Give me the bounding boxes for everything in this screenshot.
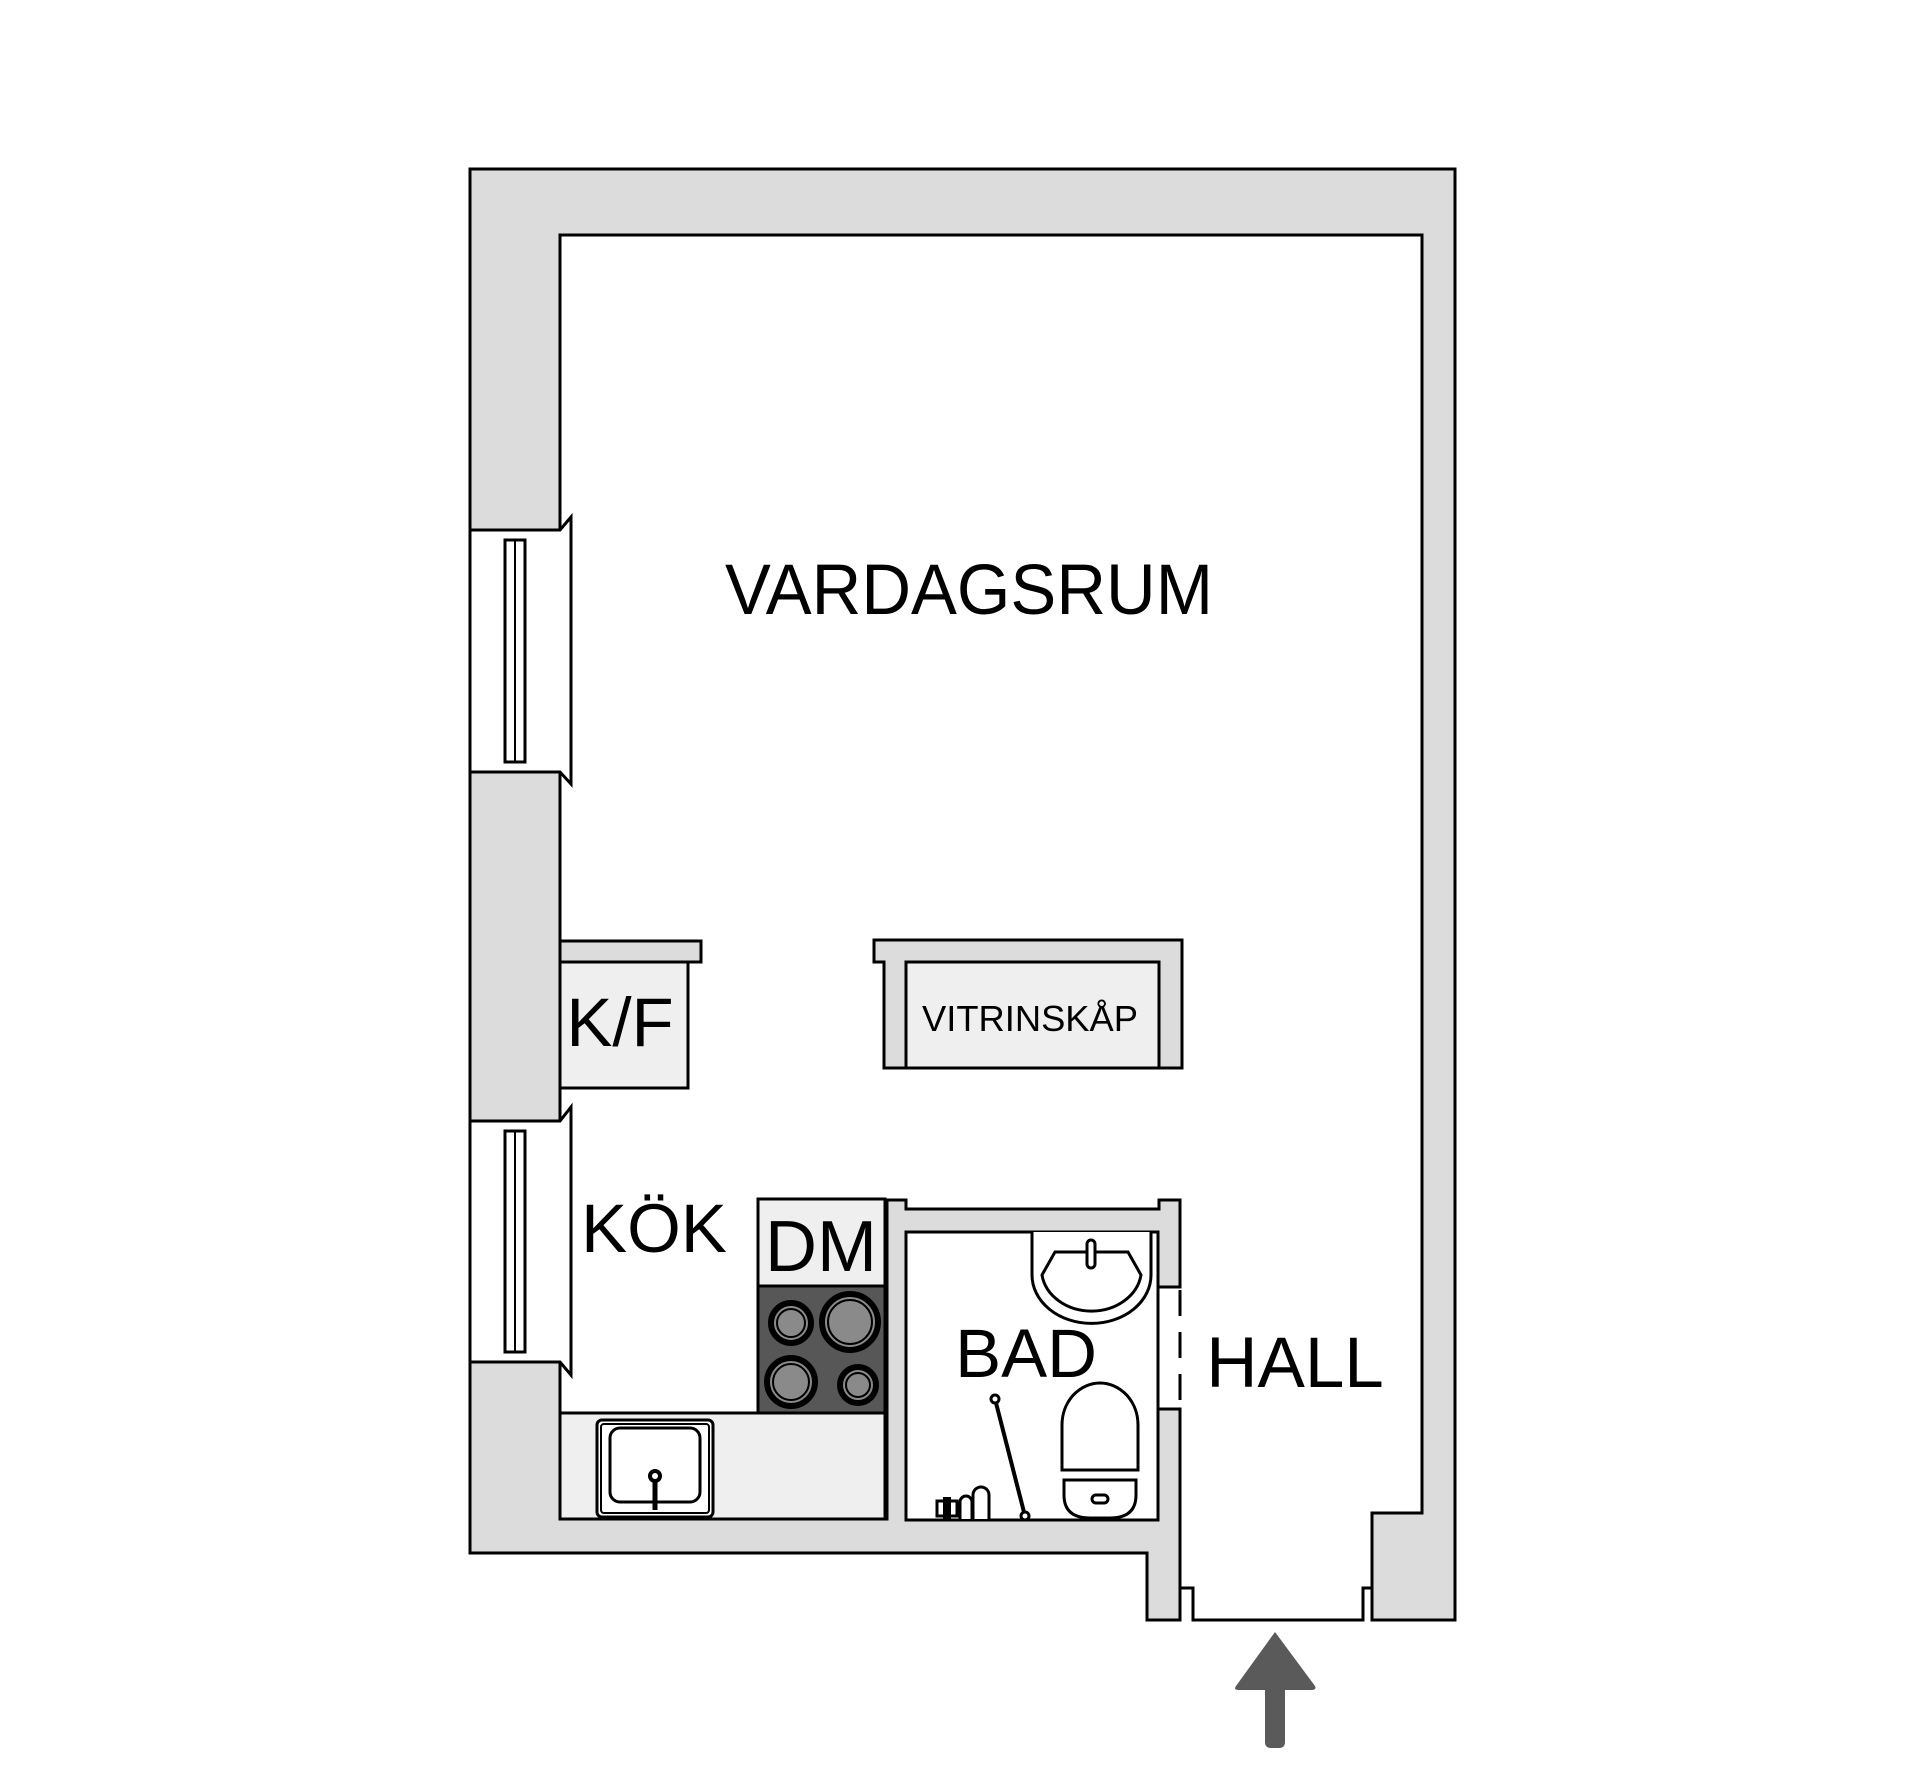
entrance-arrow-icon [1235, 1632, 1316, 1748]
vitrinskap[interactable] [904, 960, 1161, 1070]
dishwasher[interactable] [756, 1197, 887, 1288]
vitrinskap-label: VITRINSKÅP [922, 998, 1138, 1039]
kitchen-sink-icon[interactable] [595, 1418, 715, 1519]
stove-icon[interactable] [756, 1284, 887, 1415]
wash-basin-icon[interactable] [1030, 1232, 1153, 1325]
kf-shelf [558, 939, 703, 964]
shower-icon[interactable] [935, 1393, 1031, 1522]
fridge-freezer-label: K/F [566, 984, 673, 1061]
room-label-bad: BAD [955, 1315, 1097, 1392]
room-label-vardagsrum: VARDAGSRUM [725, 551, 1213, 630]
toilet-icon[interactable] [1060, 1381, 1140, 1520]
room-label-kok: KÖK [581, 1190, 727, 1267]
window-icon [468, 1102, 573, 1380]
window-icon [468, 512, 573, 788]
dishwasher-label: DM [765, 1207, 877, 1287]
room-label-hall: HALL [1206, 1324, 1384, 1403]
fridge-freezer[interactable] [558, 960, 690, 1090]
